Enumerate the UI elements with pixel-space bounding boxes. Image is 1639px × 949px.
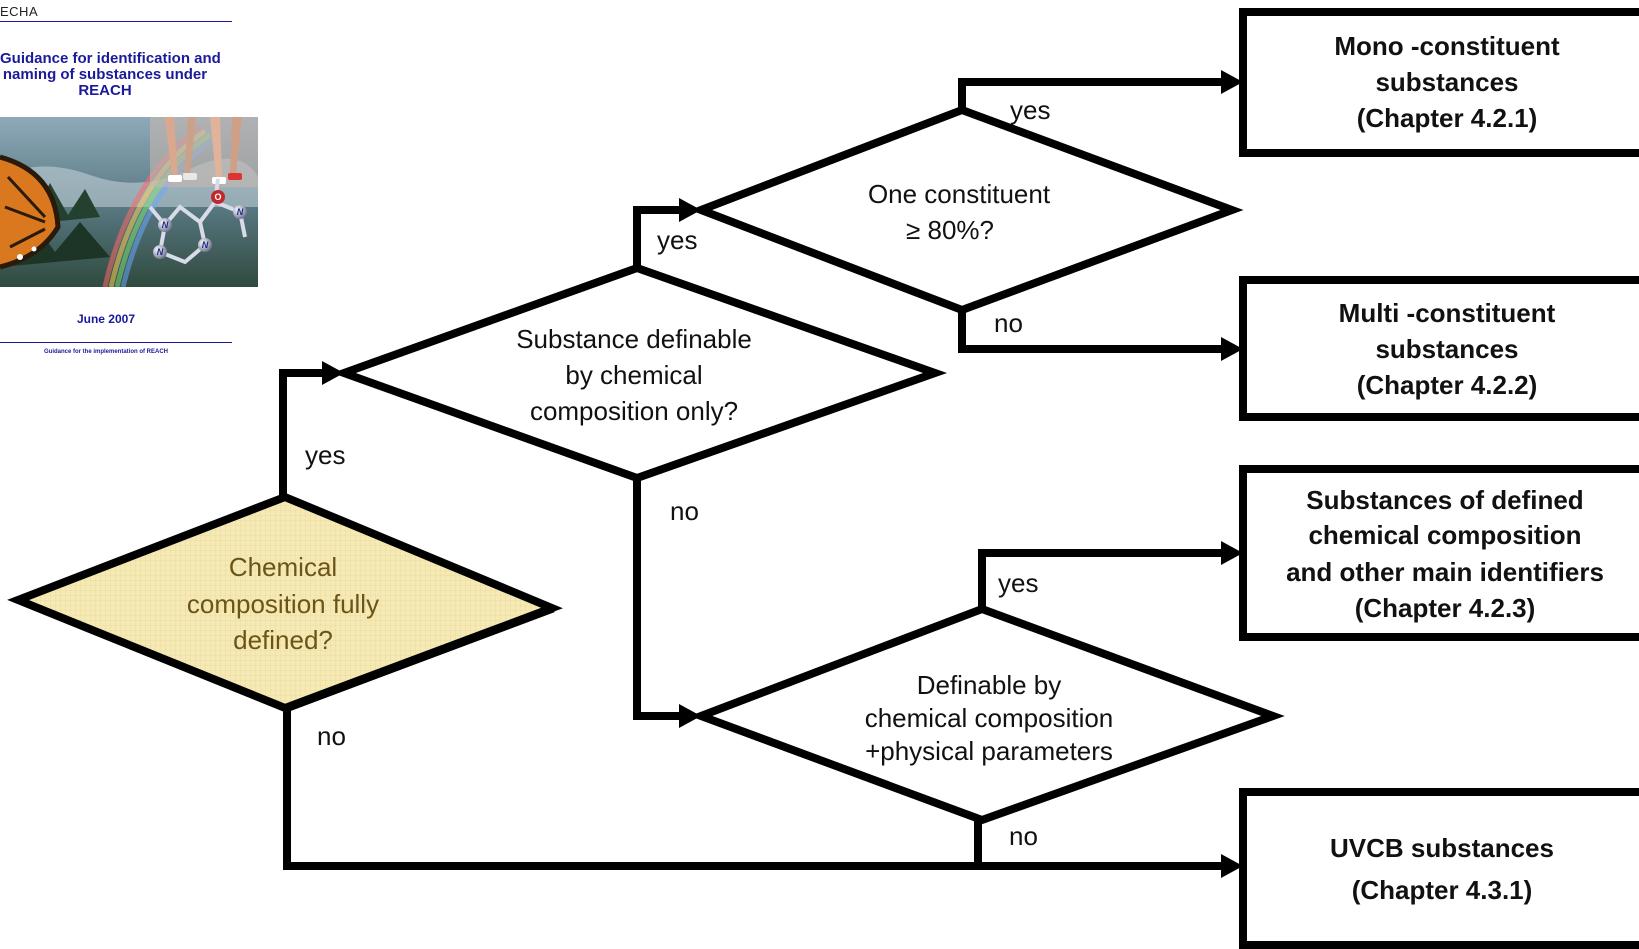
decision-q4-physical-parameters: Definable by chemical composition +physi… — [689, 604, 1285, 825]
outcome-multi-line-1: Multi -constituent — [1339, 298, 1556, 328]
connector-q1-no — [283, 699, 1229, 870]
arrowhead-to-multi — [1221, 337, 1243, 361]
decision-q1-composition-defined: Chemical composition fully defined? — [7, 492, 563, 713]
cover-org-name: ECHA — [0, 4, 39, 19]
outcome-multi-line-2: substances — [1375, 334, 1518, 364]
butterfly-wing-icon — [0, 154, 61, 270]
cover-bottom-rule — [0, 342, 232, 343]
decision-q1-line-3: defined? — [233, 625, 333, 655]
arrowhead-to-mono — [1221, 70, 1243, 94]
decision-q1-line-2: composition fully — [187, 589, 379, 619]
outcome-uvcb-line-1: UVCB substances — [1330, 833, 1554, 863]
runners-legs-icon — [150, 117, 258, 187]
label-q2-yes: yes — [657, 225, 697, 255]
label-q4-no: no — [1009, 821, 1038, 851]
decision-q3-one-constituent: One constituent ≥ 80%? — [689, 105, 1244, 315]
outcome-defined-composition: Substances of defined chemical compositi… — [1239, 465, 1639, 641]
outcome-defined-line-1: Substances of defined — [1306, 485, 1583, 515]
cover-title-line-3: REACH — [78, 82, 132, 99]
molecule-atom-label: N — [157, 247, 164, 257]
label-q1-no: no — [317, 721, 346, 751]
decision-q2-composition-only: Substance definable by chemical composit… — [332, 263, 948, 483]
outcome-uvcb-line-2: (Chapter 4.3.1) — [1352, 875, 1533, 905]
cover-top-rule — [0, 21, 232, 22]
molecule-atom-label: N — [237, 207, 244, 217]
decision-q2-line-3: composition only? — [530, 396, 738, 426]
outcome-mono-line-2: substances — [1375, 67, 1518, 97]
cover-title-line-2: naming of substances under — [2, 66, 208, 83]
molecule-atom-label: N — [202, 240, 209, 250]
arrowhead-to-defined — [1221, 541, 1243, 565]
decision-q2-line-1: Substance definable — [516, 324, 752, 354]
guidance-cover-thumbnail: ECHA Guidance for identification and nam… — [0, 0, 262, 370]
connector-q4-yes — [978, 549, 1229, 613]
decision-q1-line-1: Chemical — [229, 552, 337, 582]
connector-q2-no — [633, 474, 687, 720]
connector-q1-yes — [279, 369, 330, 501]
outcome-mono-line-3: (Chapter 4.2.1) — [1357, 103, 1538, 133]
outcome-defined-line-3: and other main identifiers — [1286, 557, 1604, 587]
decision-q3-line-1: One constituent — [868, 179, 1051, 209]
decision-q4-line-2: chemical composition — [865, 703, 1114, 733]
decision-q4-line-3: +physical parameters — [865, 736, 1113, 766]
molecule-icon: N N N N O — [148, 178, 247, 265]
molecule-atom-label: O — [214, 192, 221, 202]
outcome-multi-constituent: Multi -constituent substances (Chapter 4… — [1239, 276, 1639, 421]
outcome-defined-line-4: (Chapter 4.2.3) — [1355, 593, 1536, 623]
outcome-mono-line-1: Mono -constituent — [1334, 31, 1560, 61]
label-q3-yes: yes — [1010, 95, 1050, 125]
cover-date: June 2007 — [76, 312, 136, 326]
decision-q3-line-2: ≥ 80%? — [906, 215, 994, 245]
outcome-uvcb: UVCB substances (Chapter 4.3.1) — [1239, 788, 1639, 949]
label-q4-yes: yes — [998, 568, 1038, 598]
molecule-atom-label: N — [162, 220, 169, 230]
decision-q4-line-1: Definable by — [917, 670, 1062, 700]
connector-q2-yes — [633, 206, 687, 272]
connector-q3-yes — [958, 78, 1229, 114]
outcome-multi-line-3: (Chapter 4.2.2) — [1357, 370, 1538, 400]
outcome-mono-constituent: Mono -constituent substances (Chapter 4.… — [1239, 8, 1639, 157]
cover-footer-text: Guidance for the implementation of REACH — [43, 349, 168, 355]
decision-q2-line-2: by chemical — [565, 360, 702, 390]
label-q1-yes: yes — [305, 440, 345, 470]
label-q3-no: no — [994, 308, 1023, 338]
cover-collage-image: N N N N O — [0, 117, 258, 287]
cover-title-line-1: Guidance for identification and — [0, 50, 221, 67]
connector-q3-no — [958, 306, 1229, 353]
arrowhead-to-uvcb — [1221, 854, 1243, 878]
label-q2-no: no — [670, 496, 699, 526]
outcome-defined-line-2: chemical composition — [1308, 520, 1581, 550]
